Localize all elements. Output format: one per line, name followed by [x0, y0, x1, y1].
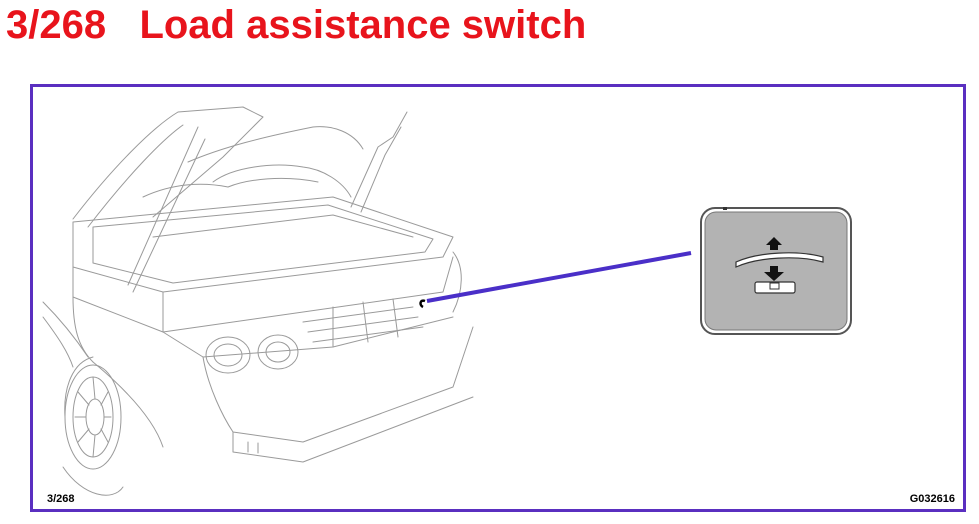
- figure-number: 3/268: [47, 493, 75, 505]
- up-arrow-icon: [766, 237, 782, 250]
- page-title: 3/268 Load assistance switch: [6, 3, 587, 47]
- figure-code: G032616: [909, 493, 955, 505]
- illustration: [42, 106, 852, 496]
- down-arrow-icon: [764, 266, 784, 281]
- illustration-frame: 3/268 G032616: [30, 84, 966, 512]
- leader-line: [426, 251, 692, 303]
- load-assist-switch-icon: [700, 207, 852, 335]
- switch-location-marker: [419, 299, 426, 309]
- car-rear-line-drawing: [42, 106, 474, 496]
